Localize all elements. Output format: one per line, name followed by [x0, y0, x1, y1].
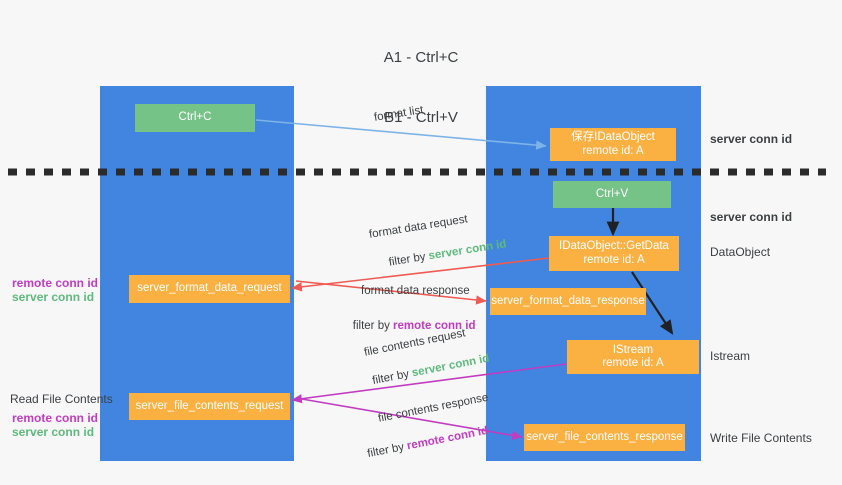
- node-istream[interactable]: IStream remote id: A: [567, 340, 699, 374]
- left-label-read-file-contents: Read File Contents: [10, 392, 113, 406]
- left-label-remote-conn-id-1: remote conn id: [12, 276, 99, 290]
- node-getdata-line2: remote id: A: [583, 253, 645, 266]
- title-line-2: B1 - Ctrl+V: [384, 109, 458, 126]
- node-fmt-resp-label: server_format_data_response: [491, 294, 645, 307]
- remote-conn-id-text-1: remote conn id: [393, 320, 476, 332]
- left-label-remote-conn-id-2: remote conn id: [12, 411, 99, 425]
- filter-by-text-2: filter by: [352, 320, 394, 332]
- node-dataobject-line1: 保存IDataObject: [571, 131, 655, 143]
- node-dataobject[interactable]: 保存IDataObject remote id: A: [550, 128, 676, 161]
- node-idataobject-getdata[interactable]: IDataObject::GetData remote id: A: [549, 236, 679, 271]
- node-ctrl-v[interactable]: Ctrl+V: [553, 181, 671, 208]
- node-server-file-contents-response[interactable]: server_file_contents_response: [524, 424, 685, 451]
- side-label-istream: Istream: [710, 349, 751, 363]
- node-file-req-label: server_file_contents_request: [135, 399, 284, 412]
- node-file-resp-label: server_file_contents_response: [526, 430, 683, 443]
- left-label-server-conn-id-1: server conn id: [12, 290, 95, 304]
- node-ctrl-c[interactable]: Ctrl+C: [135, 104, 255, 132]
- title-line-1: A1 - Ctrl+C: [383, 49, 459, 66]
- node-getdata-line1: IDataObject::GetData: [559, 240, 669, 252]
- side-label-dataobject: DataObject: [710, 245, 771, 259]
- filter-by-text-3: filter by: [371, 367, 414, 388]
- node-ctrl-c-label: Ctrl+C: [178, 111, 212, 124]
- node-dataobject-line2: remote id: A: [582, 144, 644, 157]
- diagram-title: A1 - Ctrl+C B1 - Ctrl+V: [0, 8, 842, 168]
- side-label-write-file-contents: Write File Contents: [710, 431, 812, 445]
- side-label-server-conn-id-mid: server conn id: [710, 210, 793, 224]
- node-ctrl-v-label: Ctrl+V: [595, 187, 629, 200]
- arrow-getdata-to-istream: [631, 271, 674, 335]
- edge-label-format-data-response: format data response: [361, 285, 470, 297]
- arrow-format-list: [255, 119, 547, 150]
- node-fmt-req-label: server_format_data_request: [137, 282, 282, 295]
- node-server-format-data-request[interactable]: server_format_data_request: [129, 275, 290, 303]
- arrow-format-data-request: [291, 257, 550, 292]
- node-istream-line2: remote id: A: [602, 357, 664, 369]
- filter-by-text-1: filter by: [387, 250, 430, 269]
- edge-label-filter-remote-conn-id-1: filter by remote conn id: [340, 305, 476, 347]
- server-conn-id-text-2: server conn id: [410, 352, 491, 380]
- filter-by-text-4: filter by: [366, 440, 409, 461]
- side-label-server-conn-id-top: server conn id: [710, 132, 793, 146]
- arrow-format-data-response: [295, 280, 487, 305]
- left-label-server-conn-id-2: server conn id: [12, 425, 95, 439]
- server-conn-id-text-1: server conn id: [427, 238, 508, 263]
- arrow-file-contents-response: [295, 397, 523, 440]
- node-server-format-data-response[interactable]: server_format_data_response: [490, 288, 646, 315]
- arrow-file-contents-request: [291, 363, 567, 404]
- node-server-file-contents-request[interactable]: server_file_contents_request: [129, 393, 290, 420]
- node-istream-line1: IStream: [612, 343, 654, 356]
- remote-conn-id-text-2: remote conn id: [405, 424, 490, 453]
